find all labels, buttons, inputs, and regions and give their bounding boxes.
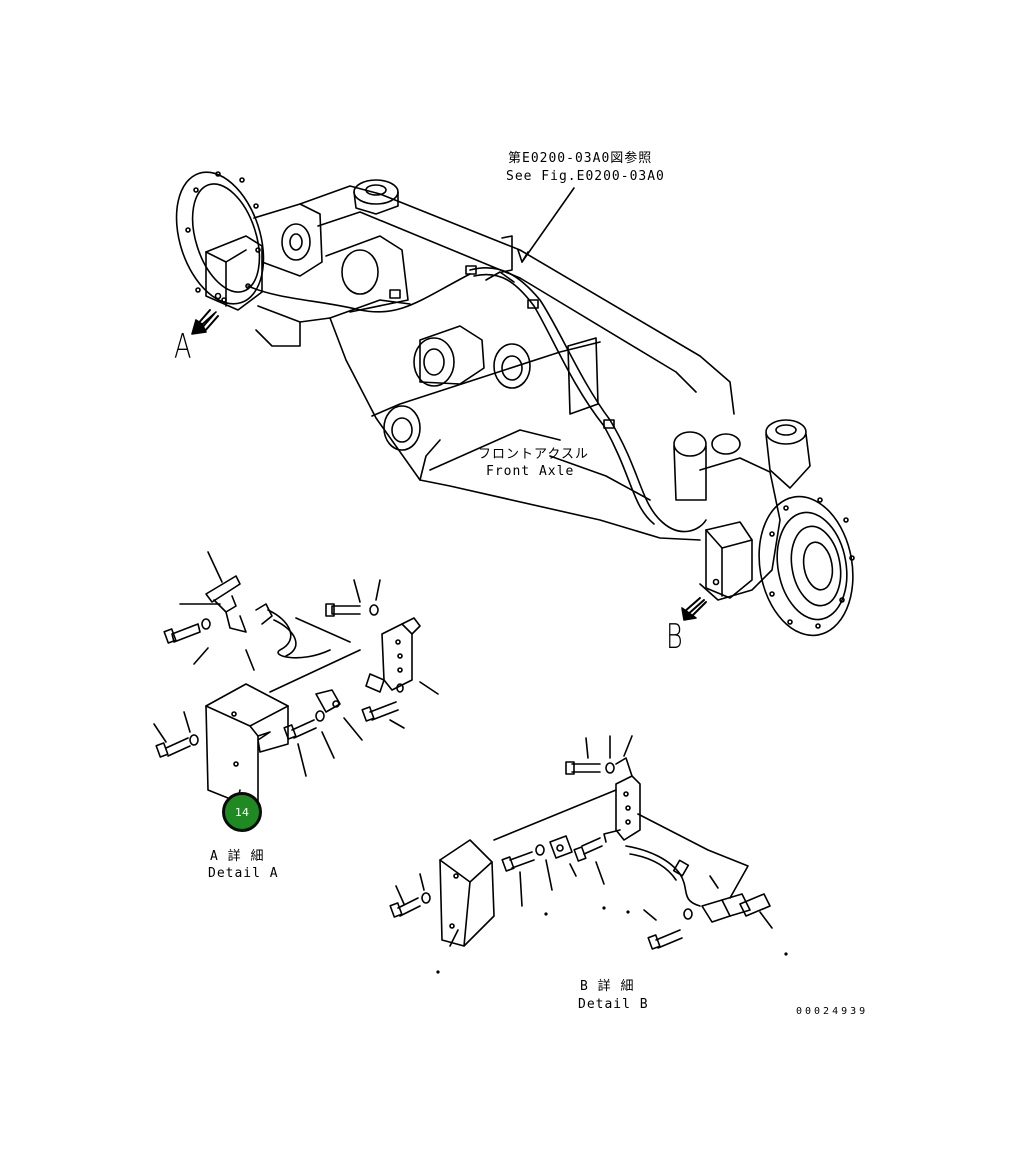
part-callout-14[interactable]: 14 (222, 792, 262, 832)
reference-note-jp: 第E0200-03A0図参照 (508, 151, 653, 166)
reference-note-en: See Fig.E0200-03A0 (506, 169, 665, 184)
view-marker-b: B (666, 617, 683, 657)
detail-a-caption-jp: A 詳 細 (210, 849, 265, 864)
detail-b-caption-jp: B 詳 細 (580, 979, 635, 994)
part-callout-number: 14 (235, 805, 249, 819)
detail-a-exploded-view (153, 551, 439, 811)
detail-b-caption-en: Detail B (578, 997, 649, 1012)
detail-a-caption-en: Detail A (208, 866, 279, 881)
document-number: 00024939 (796, 1006, 869, 1017)
front-axle-label-jp: フロントアクスル (478, 447, 589, 462)
front-axle-label-en: Front Axle (486, 464, 575, 479)
axle-housing (175, 171, 855, 637)
view-marker-a: A (174, 327, 192, 367)
detail-b-exploded-view (389, 735, 788, 974)
